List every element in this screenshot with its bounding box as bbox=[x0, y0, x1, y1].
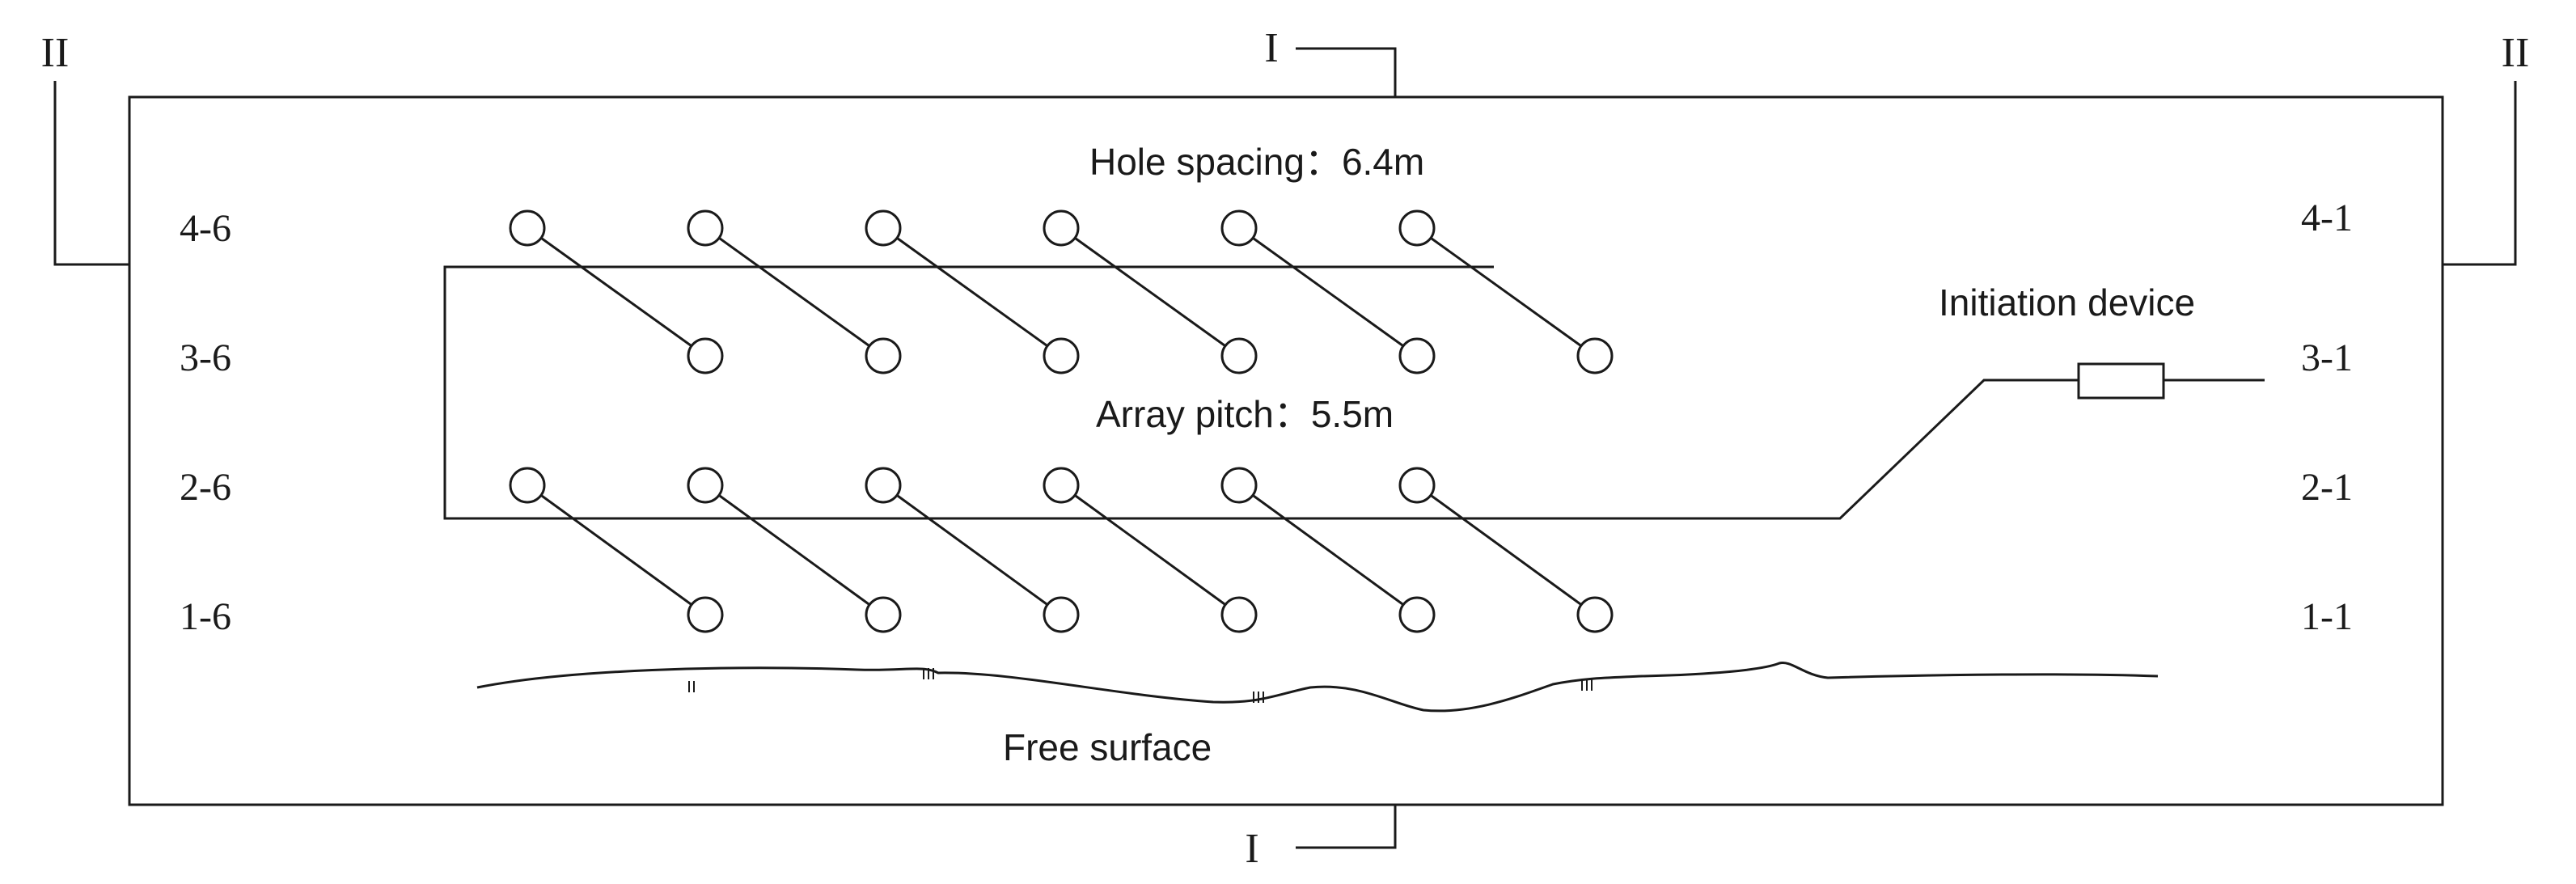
section-ii-left-leader bbox=[53, 81, 129, 266]
hole-connection-2-3 bbox=[1074, 494, 1226, 606]
free-surface-label: Free surface bbox=[1003, 726, 1212, 768]
row-label-left-1: 1-6 bbox=[180, 595, 231, 638]
free-surface-hatches bbox=[688, 668, 1593, 703]
blast-hole-2-1 bbox=[1398, 467, 1436, 504]
initiation-device-label: Initiation device bbox=[1939, 281, 2195, 324]
free-surface-line bbox=[476, 661, 2159, 713]
hole-connection-lines bbox=[540, 237, 1582, 606]
blast-hole-1-3 bbox=[1220, 596, 1258, 633]
blast-hole-2-4 bbox=[865, 467, 902, 504]
blast-hole-4-2 bbox=[1220, 209, 1258, 247]
blast-hole-1-6 bbox=[687, 596, 724, 633]
section-i-top-leader bbox=[1296, 47, 1397, 97]
hole-connection-4-6 bbox=[540, 237, 692, 347]
row-label-right-4: 4-1 bbox=[2301, 197, 2353, 239]
blast-hole-3-1 bbox=[1576, 337, 1614, 374]
blast-hole-4-5 bbox=[687, 209, 724, 247]
blast-hole-1-2 bbox=[1398, 596, 1436, 633]
blast-hole-4-3 bbox=[1043, 209, 1080, 247]
section-i-top-label: I bbox=[1264, 25, 1278, 71]
section-i-bottom-leader bbox=[1296, 805, 1397, 849]
detonation-network-wire bbox=[443, 265, 2079, 520]
row-label-right-3: 3-1 bbox=[2301, 336, 2353, 379]
row-label-right-2: 2-1 bbox=[2301, 466, 2353, 509]
blast-hole-2-2 bbox=[1220, 467, 1258, 504]
blast-area-frame bbox=[128, 95, 2444, 806]
hole-connection-4-4 bbox=[896, 237, 1048, 347]
initiation-device-box bbox=[2077, 362, 2165, 400]
blast-hole-3-5 bbox=[865, 337, 902, 374]
hole-connection-4-1 bbox=[1430, 237, 1582, 347]
blast-hole-4-4 bbox=[865, 209, 902, 247]
section-ii-right-label: II bbox=[2502, 30, 2530, 76]
blast-hole-3-3 bbox=[1220, 337, 1258, 374]
hole-connection-2-1 bbox=[1430, 494, 1582, 606]
row-label-right-1: 1-1 bbox=[2301, 595, 2353, 638]
blast-hole-1-1 bbox=[1576, 596, 1614, 633]
row-label-left-4: 4-6 bbox=[180, 207, 231, 250]
blast-hole-4-6 bbox=[509, 209, 546, 247]
blast-hole-1-5 bbox=[865, 596, 902, 633]
hole-connection-4-2 bbox=[1252, 237, 1404, 347]
blast-hole-3-4 bbox=[1043, 337, 1080, 374]
hole-connection-4-3 bbox=[1074, 237, 1226, 347]
section-ii-left-label: II bbox=[41, 30, 70, 76]
blast-hole-3-6 bbox=[687, 337, 724, 374]
section-i-bottom-label: I bbox=[1245, 826, 1258, 872]
blast-hole-2-6 bbox=[509, 467, 546, 504]
array-pitch-label: Array pitch：5.5m bbox=[1096, 393, 1394, 435]
blast-holes bbox=[509, 209, 1614, 633]
row-label-left-3: 3-6 bbox=[180, 336, 231, 379]
hole-connection-2-2 bbox=[1252, 494, 1404, 606]
hole-connection-4-5 bbox=[718, 237, 870, 347]
blast-hole-3-2 bbox=[1398, 337, 1436, 374]
blast-hole-2-5 bbox=[687, 467, 724, 504]
hole-connection-2-6 bbox=[540, 494, 692, 606]
blast-hole-1-4 bbox=[1043, 596, 1080, 633]
section-ii-right-leader bbox=[2443, 81, 2517, 266]
blast-hole-2-3 bbox=[1043, 467, 1080, 504]
hole-connection-2-4 bbox=[896, 494, 1048, 606]
hole-spacing-label: Hole spacing：6.4m bbox=[1089, 141, 1424, 183]
blast-hole-4-1 bbox=[1398, 209, 1436, 247]
row-label-left-2: 2-6 bbox=[180, 466, 231, 509]
hole-connection-2-5 bbox=[718, 494, 870, 606]
